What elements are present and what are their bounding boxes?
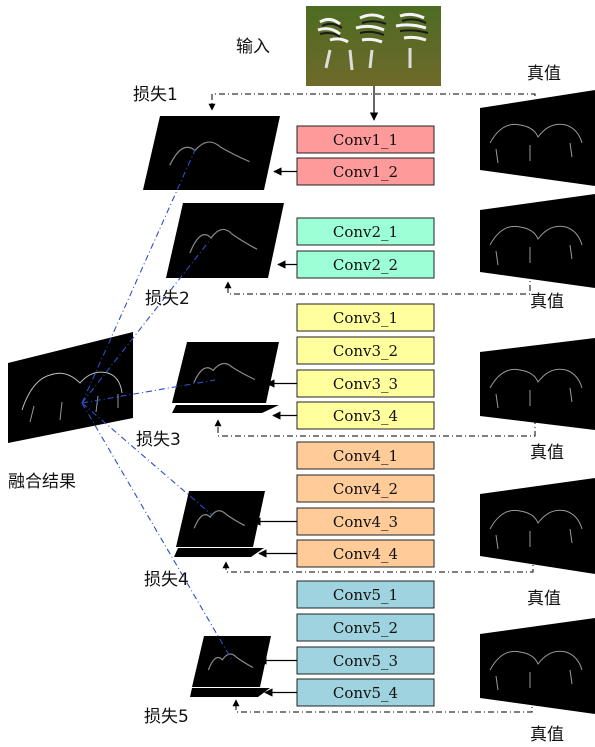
ground-truth-image [480, 338, 595, 430]
supervision-line [208, 93, 536, 111]
side-output-shadow [190, 688, 270, 697]
conv-label: Conv4_3 [333, 513, 398, 531]
conv-box [296, 539, 435, 568]
loss-label-1: 损失1 [133, 85, 178, 105]
conv-label: Conv3_2 [333, 342, 398, 360]
conv-box [296, 613, 435, 642]
input-label: 输入 [236, 37, 270, 57]
truth-label: 真值 [530, 292, 564, 312]
fusion-connection [81, 402, 233, 661]
supervision-line [214, 418, 536, 437]
conv-box [296, 580, 435, 609]
side-output-image [192, 636, 271, 687]
edge-texture [189, 228, 258, 254]
ground-truth-edges [489, 509, 583, 550]
conv-box [296, 646, 435, 675]
supervision-line [232, 698, 533, 713]
fusion-connection [81, 402, 213, 516]
truth-label: 真值 [530, 443, 564, 463]
truth-label: 真值 [530, 725, 564, 745]
conv-label: Conv2_1 [333, 223, 398, 241]
ground-truth-edges [489, 650, 583, 691]
conv-label: Conv5_2 [333, 619, 398, 637]
fusion-connection [81, 149, 196, 404]
conv-box [296, 401, 435, 430]
side-output-image [172, 342, 279, 403]
conv-label: Conv1_1 [333, 131, 398, 149]
edge-texture [193, 362, 256, 383]
supervision-line [222, 556, 534, 573]
ground-truth-edges [489, 225, 583, 266]
conv-box [296, 369, 435, 398]
conv-label: Conv4_1 [333, 447, 398, 465]
side-output-image [176, 491, 265, 547]
truth-label: 真值 [527, 589, 561, 609]
conv-box [296, 217, 435, 246]
fusion-label: 融合结果 [8, 472, 76, 492]
conv-label: Conv3_3 [333, 375, 398, 393]
conv-box [296, 678, 435, 707]
truth-label: 真值 [527, 64, 561, 84]
side-output-image [166, 203, 284, 278]
ground-truth-image [480, 478, 595, 574]
fusion-connection [81, 379, 216, 404]
conv-label: Conv5_4 [333, 684, 398, 702]
loss-labels: 损失1 损失2 损失3 损失4 损失5 [133, 85, 190, 727]
side-output-image [143, 116, 280, 190]
conv-box [296, 157, 435, 186]
edge-texture [169, 141, 250, 166]
conv-box [296, 441, 435, 470]
conv-box [296, 125, 435, 154]
conv-label: Conv5_3 [333, 652, 398, 670]
edge-texture [193, 510, 245, 529]
conv-label: Conv4_4 [333, 545, 398, 563]
conv-label: Conv3_4 [333, 407, 398, 425]
loss-label-4: 损失4 [144, 570, 189, 590]
loss-label-2: 损失2 [145, 289, 190, 309]
stage-groups: Conv1_1Conv1_2Conv2_1Conv2_2Conv3_1Conv3… [143, 116, 435, 707]
conv-box [296, 303, 435, 332]
conv-box [296, 336, 435, 365]
edge-texture [207, 653, 254, 671]
ground-truth-edges [489, 123, 583, 164]
conv-label: Conv1_2 [333, 163, 398, 181]
side-output-shadow [172, 405, 279, 413]
conv-label: Conv2_2 [333, 256, 398, 274]
ground-truth-image [480, 618, 595, 714]
loss-label-3: 损失3 [136, 430, 181, 450]
ground-truth-edges [489, 368, 583, 409]
ground-truth-image [480, 194, 595, 288]
loss-label-5: 损失5 [144, 707, 189, 727]
fusion-image [8, 332, 133, 443]
ground-truth-image [480, 90, 595, 186]
conv-label: Conv3_1 [333, 309, 398, 327]
conv-box [296, 250, 435, 279]
conv-label: Conv5_1 [333, 586, 398, 604]
side-output-shadow [174, 548, 264, 557]
conv-box [296, 474, 435, 503]
supervision-line [224, 272, 531, 295]
input-image [306, 6, 441, 86]
fusion-lines [81, 149, 233, 661]
fusion-connection [81, 239, 211, 404]
conv-label: Conv4_2 [333, 480, 398, 498]
